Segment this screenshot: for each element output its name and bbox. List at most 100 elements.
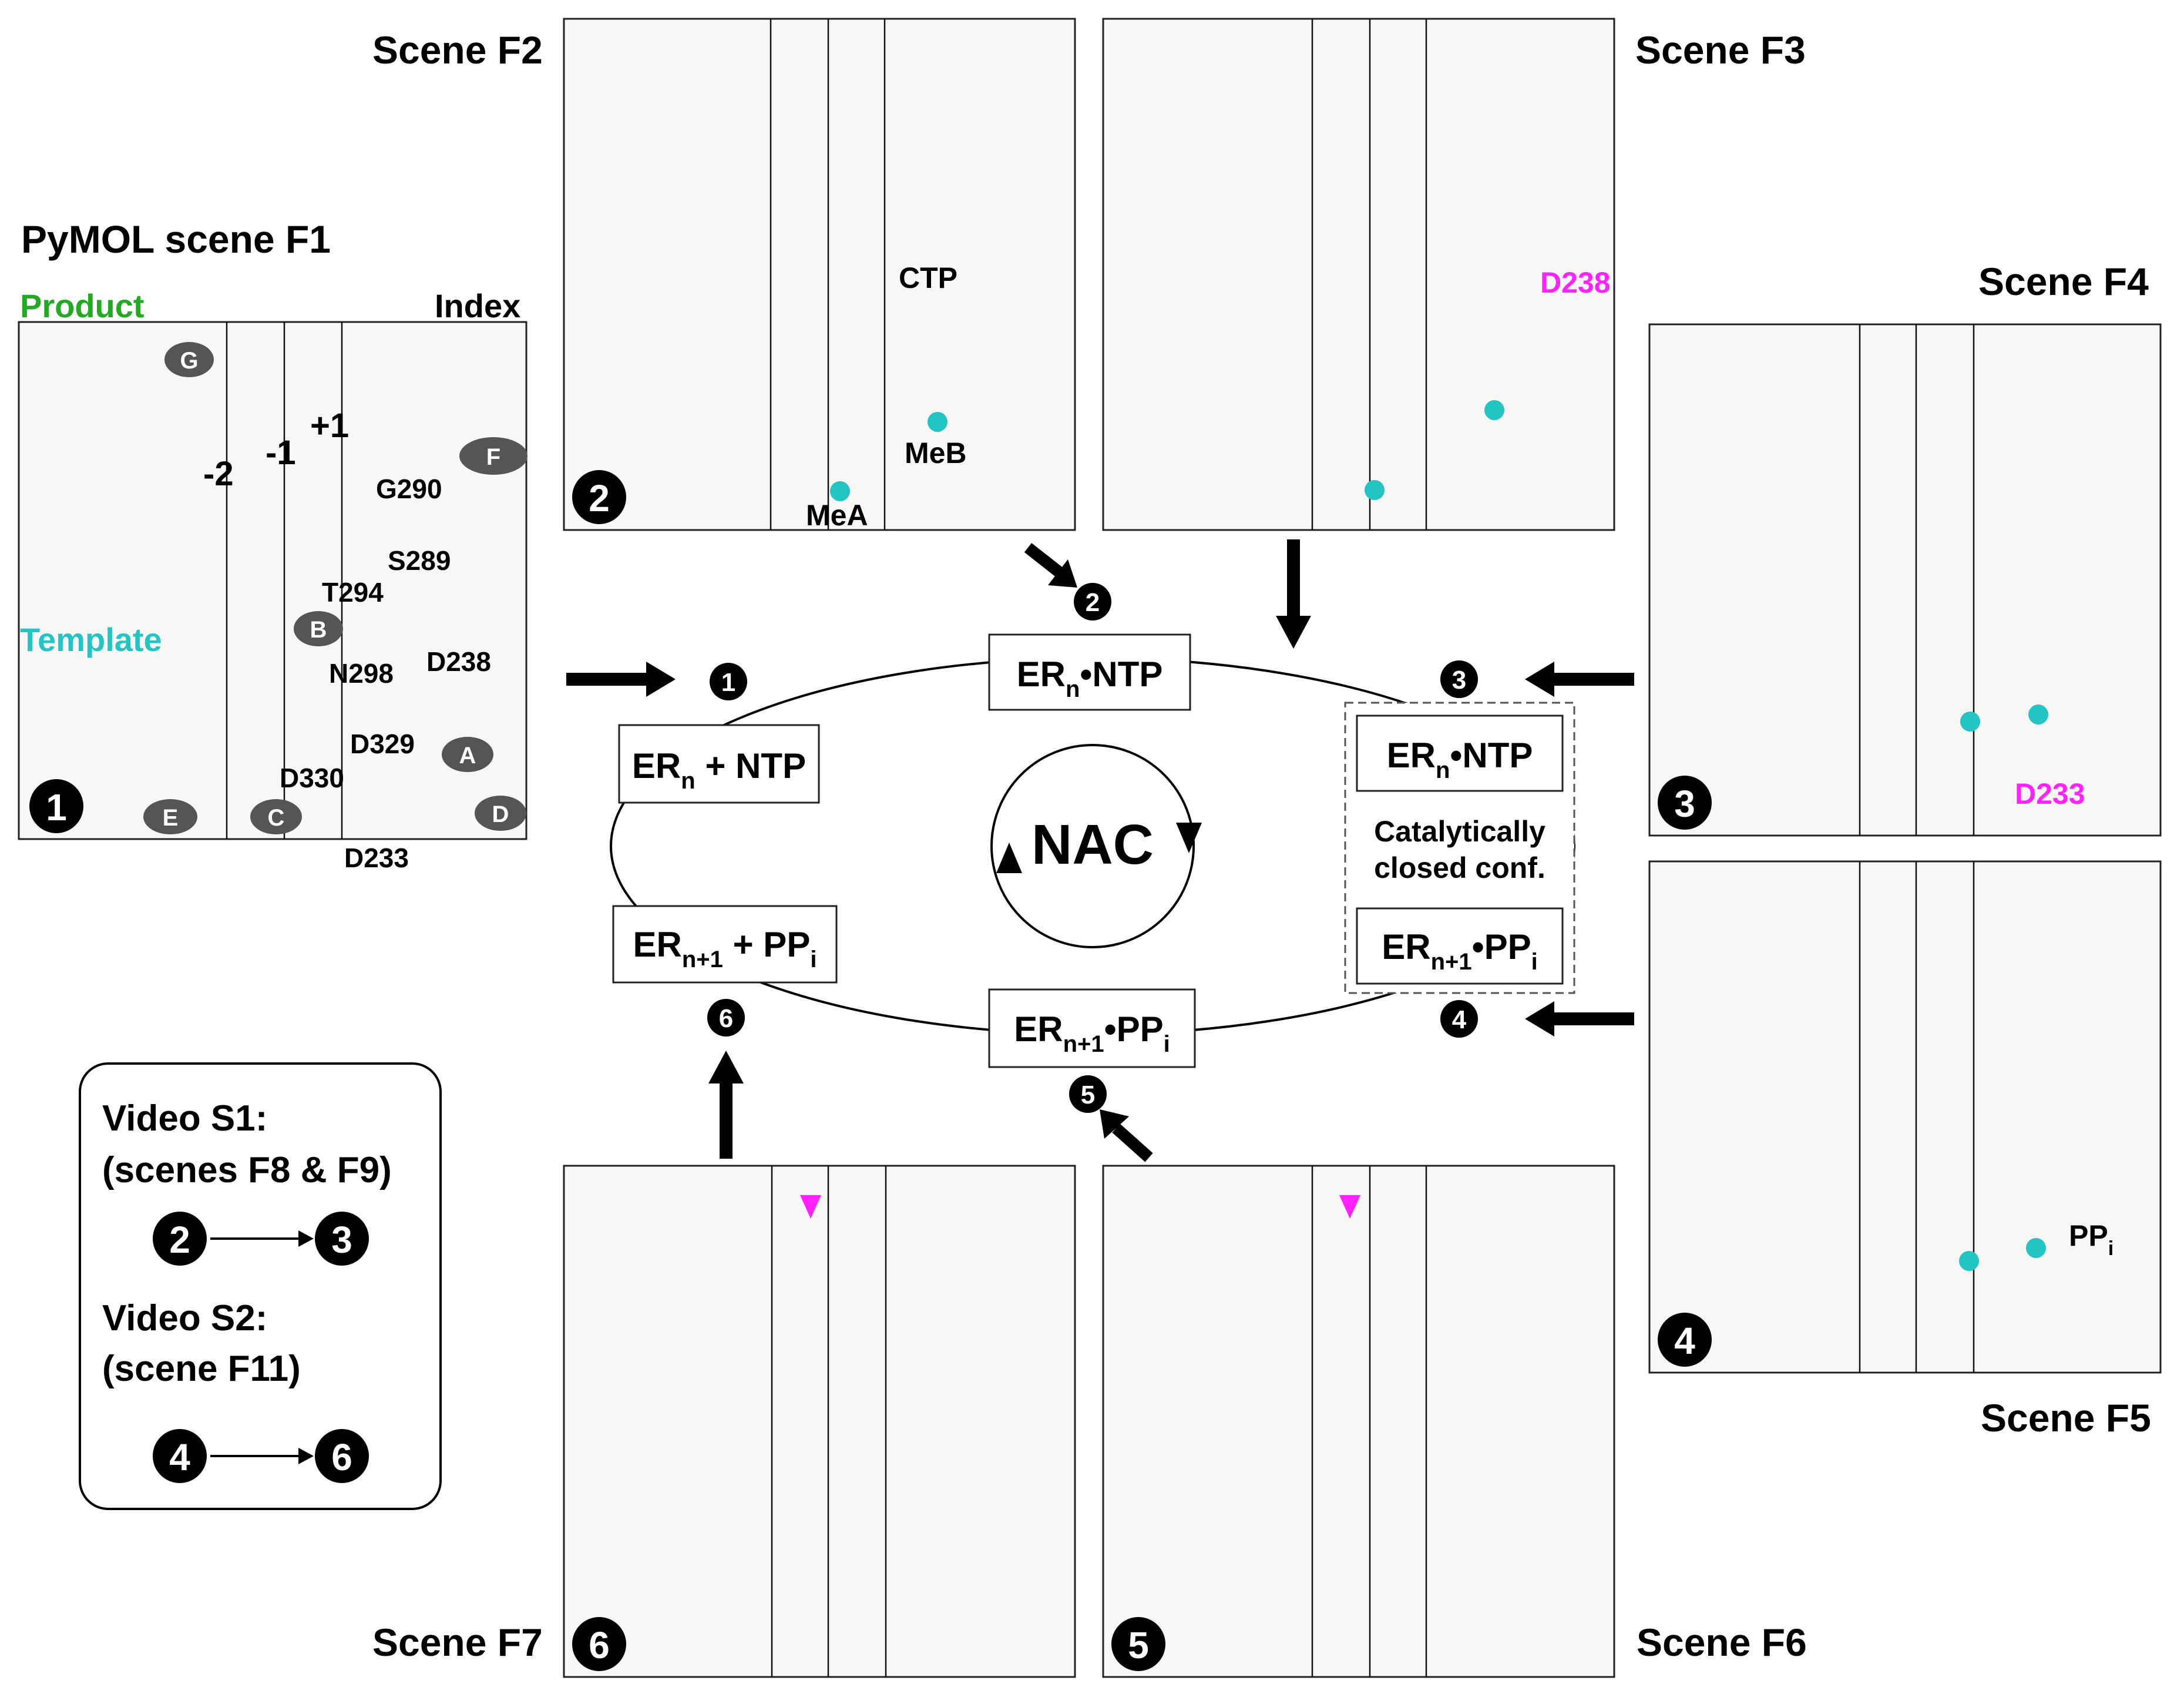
state-3-box xyxy=(1356,715,1564,792)
panel-scene-f4: Scene F4 D233 3 xyxy=(1648,260,2162,837)
video-s2-arrowhead xyxy=(298,1448,314,1464)
panel-number-1 xyxy=(29,779,83,833)
nac-cycle: NAC ERn + NTP ERn•NTP ERn•NTP Catalytica… xyxy=(610,583,1575,1113)
svg-text:3: 3 xyxy=(1674,783,1695,825)
video-s1-to xyxy=(315,1212,369,1266)
state-6-box xyxy=(612,905,838,984)
svg-text:5: 5 xyxy=(1081,1081,1095,1109)
arrow-f4-head xyxy=(1525,662,1554,697)
svg-text:3: 3 xyxy=(331,1219,352,1261)
label-mea: MeA xyxy=(806,499,868,532)
state-2-box xyxy=(988,633,1191,711)
motif-c: C xyxy=(268,805,285,831)
state-1-text: ERn + NTP xyxy=(632,746,806,794)
label-g290: G290 xyxy=(376,474,442,504)
video-s2-scenes: (scene F11) xyxy=(102,1349,301,1389)
label-t294: T294 xyxy=(322,577,384,608)
label-n298: N298 xyxy=(329,658,394,689)
video-s2-from xyxy=(153,1429,207,1483)
state-4-box xyxy=(1356,907,1564,985)
cycle-marker-2 xyxy=(1074,583,1111,620)
svg-text:4: 4 xyxy=(1674,1320,1695,1362)
motif-f: F xyxy=(486,444,500,470)
video-s1-title: Video S1: xyxy=(102,1098,267,1139)
label-minus2: -2 xyxy=(203,455,234,493)
state-6-text: ERn+1 + PPi xyxy=(633,925,817,972)
panel-number-2 xyxy=(572,470,626,524)
scene-f1-title: PyMOL scene F1 xyxy=(21,217,331,261)
motif-markers: G F B A E C D xyxy=(143,342,527,834)
svg-text:4: 4 xyxy=(169,1436,190,1478)
scene-f7-title: Scene F7 xyxy=(372,1621,543,1664)
metal-a-f4 xyxy=(1960,712,1980,732)
svg-text:2: 2 xyxy=(169,1219,190,1261)
state-3-text: ERn•NTP xyxy=(1387,736,1533,783)
scene-f5-title: Scene F5 xyxy=(1981,1396,2151,1440)
arrow-cycle-to-f6 xyxy=(1112,1123,1153,1162)
legend-box xyxy=(79,1062,442,1510)
metal-b-f4 xyxy=(2028,705,2048,724)
label-index: Index xyxy=(435,287,520,324)
video-s1-arrowhead xyxy=(298,1230,314,1247)
cycle-marker-1 xyxy=(710,663,747,700)
state-1-box xyxy=(618,724,820,804)
svg-text:1: 1 xyxy=(46,786,67,828)
panel-number-4 xyxy=(1658,1313,1712,1367)
panel-scene-f1: PyMOL scene F1 Product Index Template -2… xyxy=(18,217,527,873)
label-ctp: CTP xyxy=(899,261,957,294)
label-ppi-f5: PPi xyxy=(2069,1219,2114,1260)
arrow-f7-head xyxy=(708,1051,744,1084)
panel-scene-f3: Scene F3 D238 xyxy=(1102,18,1806,531)
scene-f2-title: Scene F2 xyxy=(372,28,543,72)
svg-text:6: 6 xyxy=(589,1624,610,1666)
scene-f3-title: Scene F3 xyxy=(1635,28,1806,72)
motif-b: B xyxy=(310,617,327,643)
video-s2-to xyxy=(315,1429,369,1483)
metal-b xyxy=(928,412,947,432)
arrow-f3-head xyxy=(1276,616,1311,649)
video-s1-from xyxy=(153,1212,207,1266)
video-s1-scenes: (scenes F8 & F9) xyxy=(102,1150,392,1190)
closed-conf-note-1: Catalytically xyxy=(1374,815,1545,848)
nac-circle xyxy=(990,744,1195,948)
label-d238-f3: D238 xyxy=(1540,266,1611,299)
motif-a: A xyxy=(459,743,476,769)
panel-number-6 xyxy=(572,1617,626,1671)
video-legend: Video S1: (scenes F8 & F9) 2 3 Video S2:… xyxy=(79,1062,442,1510)
label-d233: D233 xyxy=(344,843,409,873)
cycle-marker-6 xyxy=(707,999,745,1036)
label-s289: S289 xyxy=(388,545,451,576)
svg-text:1: 1 xyxy=(721,668,735,697)
panel-number-3 xyxy=(1658,776,1712,830)
label-d233-f4: D233 xyxy=(2015,777,2085,810)
motif-e: E xyxy=(163,805,179,831)
nac-arrowhead-right xyxy=(1176,823,1202,853)
flow-arrows xyxy=(566,539,1634,1162)
closed-conf-note-2: closed conf. xyxy=(1374,851,1545,884)
svg-text:5: 5 xyxy=(1128,1624,1149,1666)
state-2-text: ERn•NTP xyxy=(1017,655,1163,702)
magenta-marker-f7 xyxy=(800,1195,821,1219)
scene-f4-title: Scene F4 xyxy=(1978,260,2149,303)
panel-scene-f7: Scene F7 6 xyxy=(372,1165,1076,1678)
arrow-f5-head xyxy=(1525,1001,1554,1036)
arrow-f2-head xyxy=(1048,559,1077,588)
label-template: Template xyxy=(20,621,162,658)
metal-b-f3 xyxy=(1484,400,1504,420)
motif-g: G xyxy=(180,348,198,374)
cycle-marker-4 xyxy=(1440,1000,1478,1038)
label-minus1: -1 xyxy=(266,434,296,472)
motif-d: D xyxy=(492,801,509,827)
state-5-text: ERn+1•PPi xyxy=(1014,1009,1170,1057)
panel-scene-f5: Scene F5 PPi 4 xyxy=(1648,860,2162,1440)
svg-text:2: 2 xyxy=(589,477,610,519)
cycle-marker-5 xyxy=(1069,1075,1107,1113)
svg-text:3: 3 xyxy=(1452,666,1466,695)
label-product: Product xyxy=(20,287,145,324)
arrow-f2-to-cycle xyxy=(1024,543,1065,578)
arrow-f1-head xyxy=(646,662,676,697)
magenta-marker-f6 xyxy=(1339,1195,1360,1219)
nac-label: NAC xyxy=(1031,813,1154,876)
label-d238: D238 xyxy=(426,646,491,677)
